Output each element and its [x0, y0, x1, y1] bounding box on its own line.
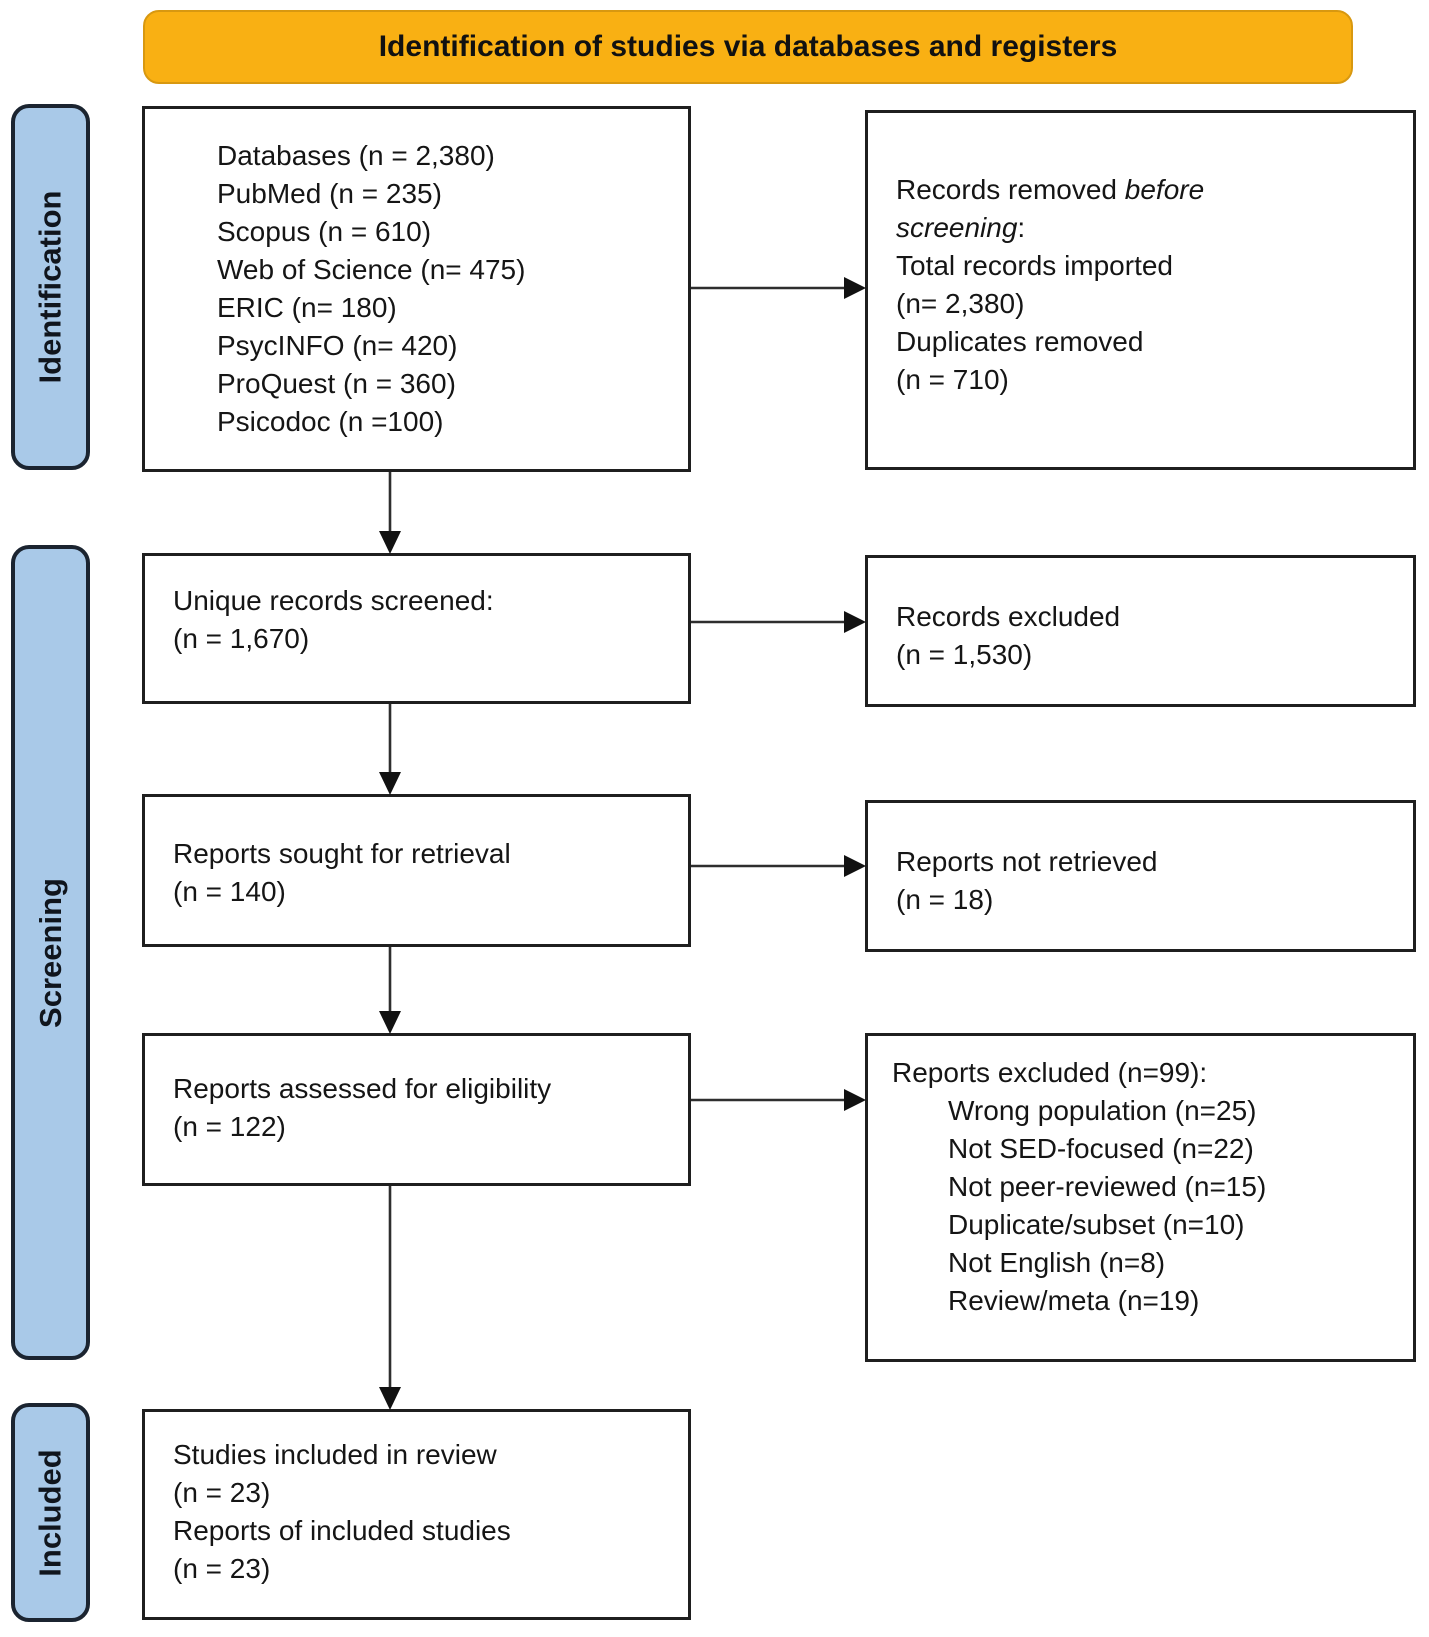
box-line: (n = 122)	[173, 1111, 286, 1142]
arrowhead	[844, 855, 866, 877]
records-removed-colon: :	[1017, 212, 1026, 243]
arrowhead	[844, 611, 866, 633]
arrowhead	[379, 1387, 401, 1410]
exclusion-reason: Wrong population (n=25)	[948, 1095, 1257, 1126]
box-line: Reports of included studies	[173, 1515, 511, 1546]
databases-line: Scopus (n = 610)	[217, 216, 432, 247]
box-line: screening:	[896, 209, 1395, 247]
box-line: (n = 710)	[896, 364, 1009, 395]
exclusion-reason: Duplicate/subset (n=10)	[948, 1209, 1245, 1240]
exclusion-reason: Not English (n=8)	[948, 1247, 1166, 1278]
box-line: (n = 140)	[173, 876, 286, 907]
box-line: Reports assessed for eligibility	[173, 1073, 552, 1104]
databases-box: Databases (n = 2,380) PubMed (n = 235) S…	[142, 106, 691, 472]
databases-line: ProQuest (n = 360)	[217, 368, 456, 399]
box-line: Studies included in review	[173, 1439, 497, 1470]
box-line: Duplicates removed	[896, 326, 1144, 357]
box-line: (n = 1,530)	[896, 639, 1033, 670]
arrowhead	[379, 1011, 401, 1034]
arrowhead	[844, 277, 866, 299]
phase-included: Included	[11, 1403, 90, 1622]
box-line: Unique records screened:	[173, 585, 494, 616]
exclusion-reason: Not SED-focused (n=22)	[948, 1133, 1254, 1164]
box-line: (n = 23)	[173, 1477, 271, 1508]
arrowhead	[379, 531, 401, 554]
box-line: (n = 18)	[896, 884, 994, 915]
arrowhead	[379, 772, 401, 795]
records-removed-prefix: Records removed	[896, 174, 1125, 205]
header-banner: Identification of studies via databases …	[143, 10, 1353, 84]
databases-line: Psicodoc (n =100)	[217, 406, 444, 437]
box-line: (n = 1,670)	[173, 623, 310, 654]
reports-excluded-box: Reports excluded (n=99): Wrong populatio…	[865, 1033, 1416, 1362]
databases-line: ERIC (n= 180)	[217, 292, 397, 323]
records-removed-italic2: screening	[896, 212, 1018, 243]
records-removed-italic: before	[1124, 174, 1205, 205]
exclusion-reason: Not peer-reviewed (n=15)	[948, 1171, 1267, 1202]
phase-screening-label: Screening	[32, 877, 68, 1028]
phase-screening: Screening	[11, 545, 90, 1360]
unique-records-screened-box: Unique records screened: (n = 1,670)	[142, 553, 691, 704]
phase-included-label: Included	[32, 1448, 68, 1577]
records-excluded-box: Records excluded (n = 1,530)	[865, 555, 1416, 707]
reports-not-retrieved-box: Reports not retrieved (n = 18)	[865, 800, 1416, 952]
box-line: (n = 23)	[173, 1553, 271, 1584]
databases-line: PsycINFO (n= 420)	[217, 330, 458, 361]
studies-included-box: Studies included in review (n = 23) Repo…	[142, 1409, 691, 1620]
phase-identification: Identification	[11, 104, 90, 470]
records-removed-box: Records removed before screening: Total …	[865, 110, 1416, 470]
diagram-title: Identification of studies via databases …	[378, 30, 1118, 63]
databases-line: Databases (n = 2,380)	[217, 140, 495, 171]
reports-sought-box: Reports sought for retrieval (n = 140)	[142, 794, 691, 947]
box-line: Reports not retrieved	[896, 846, 1158, 877]
arrowhead	[844, 1089, 866, 1111]
exclusion-reason: Review/meta (n=19)	[948, 1285, 1200, 1316]
box-line: Reports sought for retrieval	[173, 838, 511, 869]
reports-assessed-box: Reports assessed for eligibility (n = 12…	[142, 1033, 691, 1186]
databases-line: PubMed (n = 235)	[217, 178, 442, 209]
phase-identification-label: Identification	[32, 190, 68, 384]
reports-excluded-title: Reports excluded (n=99):	[892, 1057, 1208, 1088]
databases-line: Web of Science (n= 475)	[217, 254, 526, 285]
box-line: Records removed before	[896, 171, 1395, 209]
box-line: Total records imported	[896, 250, 1174, 281]
box-line: (n= 2,380)	[896, 288, 1025, 319]
box-line: Records excluded	[896, 601, 1121, 632]
